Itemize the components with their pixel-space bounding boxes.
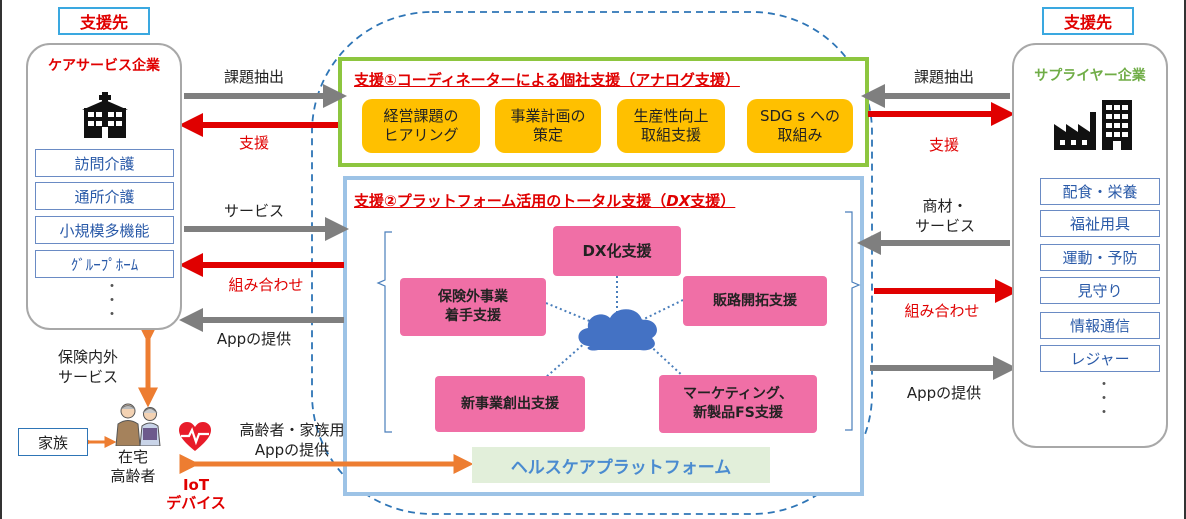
healthcare-platform: ヘルスケアプラットフォーム: [472, 447, 770, 483]
support2-title-dx: DX: [666, 192, 691, 210]
label-left-app: Appの提供: [216, 330, 292, 348]
supplier-item-undo: 運動・予防: [1040, 244, 1160, 271]
supplier-items-ellipsis: ・ ・ ・: [1097, 377, 1111, 421]
label-right-support: 支援: [928, 136, 959, 154]
supplier-item-haishoku: 配食・栄養: [1040, 178, 1160, 205]
label-family-app: 高齢者・家族用 Appの提供: [239, 421, 345, 459]
left-target-tag: 支援先: [58, 7, 150, 35]
elderly-couple-icon: [112, 402, 166, 447]
supplier-item-mimamori: 見守り: [1040, 277, 1160, 304]
label-left-service: サービス: [223, 202, 284, 220]
box-marketing: マーケティング、 新製品FS支援: [659, 375, 817, 433]
hospital-building-icon: [82, 92, 128, 140]
label-left-issue: 課題抽出: [223, 68, 284, 86]
label-left-support: 支援: [238, 134, 269, 152]
label-right-issue: 課題抽出: [913, 68, 974, 86]
support2-title-suffix: 支援）: [690, 192, 736, 210]
care-item-tsusho: 通所介護: [35, 182, 174, 210]
supplier-item-fukushi-yogu: 福祉用具: [1040, 210, 1160, 237]
office-building-icon: [1102, 100, 1132, 150]
box-dx-support: DX化支援: [553, 226, 681, 276]
right-brace: [845, 211, 861, 431]
care-item-houmon: 訪問介護: [35, 149, 174, 177]
factory-icon: [1052, 108, 1096, 150]
supplier-item-joho-tsushin: 情報通信: [1040, 312, 1160, 339]
label-right-combo: 組み合わせ: [904, 302, 980, 320]
left-brace: [376, 231, 392, 433]
label-right-app: Appの提供: [906, 384, 982, 402]
care-item-group-home: ｸﾞﾙｰﾌﾟﾎｰﾑ: [35, 250, 174, 278]
label-right-goods: 商材・ サービス: [914, 197, 975, 235]
box-shinjigyo: 新事業創出支援: [435, 376, 585, 432]
iot-device-label: IoT デバイス: [166, 476, 226, 512]
heart-monitor-icon: [178, 422, 212, 452]
family-box: 家族: [18, 428, 88, 456]
cloud-connectors: [544, 276, 685, 379]
box-hoken-gai: 保険外事業 着手支援: [400, 278, 546, 336]
elderly-label: 在宅 高齢者: [110, 448, 156, 485]
care-items-ellipsis: ・ ・ ・: [105, 279, 119, 323]
care-service-title: ケアサービス企業: [48, 58, 160, 74]
support1-box-productivity: 生産性向上 取組支援: [617, 99, 725, 153]
support1-title: 支援①コーディネーターによる個社支援（アナログ支援）: [354, 71, 740, 89]
support1-box-plan: 事業計画の 策定: [495, 99, 601, 153]
care-item-shokibo: 小規模多機能: [35, 216, 174, 244]
support2-title: 支援②プラットフォーム活用のトータル支援（DX支援）: [354, 190, 735, 211]
supplier-title: サプライヤー企業: [1034, 68, 1146, 84]
support1-box-hearing: 経営課題の ヒアリング: [362, 99, 480, 153]
label-left-combo: 組み合わせ: [228, 276, 304, 294]
cloud-icon: [578, 309, 657, 351]
support2-title-prefix: 支援②プラットフォーム活用のトータル支援（: [354, 192, 667, 210]
support1-box-sdgs: SDG s への 取組み: [747, 99, 853, 153]
box-hanro-kaitaku: 販路開拓支援: [683, 276, 827, 326]
label-insurance: 保険内外 サービス: [57, 348, 118, 386]
right-target-tag: 支援先: [1042, 7, 1134, 35]
supplier-item-leisure: レジャー: [1040, 345, 1160, 372]
